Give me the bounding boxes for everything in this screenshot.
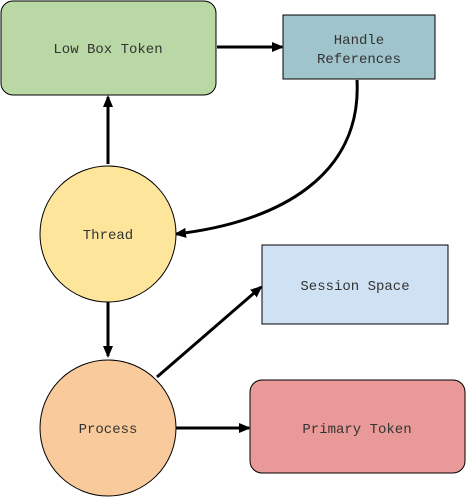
process-circle: [39, 359, 177, 497]
handle-references-node: Handle References: [282, 14, 436, 80]
primary-token-label: Primary Token: [302, 422, 411, 438]
low-box-token-box: [0, 0, 217, 96]
session-space-node: Session Space: [261, 244, 449, 325]
edge-handle-references-to-thread: [174, 79, 359, 238]
session-space-box: [261, 244, 449, 325]
low-box-token-label: Low Box Token: [53, 42, 162, 58]
low-box-token-node: Low Box Token: [0, 0, 217, 96]
handle-references-box: [282, 14, 436, 80]
process-node: Process: [39, 359, 177, 497]
thread-node: Thread: [39, 165, 177, 303]
thread-label: Thread: [83, 228, 133, 244]
handle-references-label-line-1: Handle: [334, 33, 384, 49]
edge-process-to-session-space: [156, 285, 263, 379]
primary-token-box: [249, 379, 466, 474]
session-space-label: Session Space: [300, 279, 409, 295]
process-label: Process: [79, 422, 138, 438]
primary-token-node: Primary Token: [249, 379, 466, 474]
thread-circle: [39, 165, 177, 303]
handle-references-label-line-2: References: [317, 52, 401, 68]
